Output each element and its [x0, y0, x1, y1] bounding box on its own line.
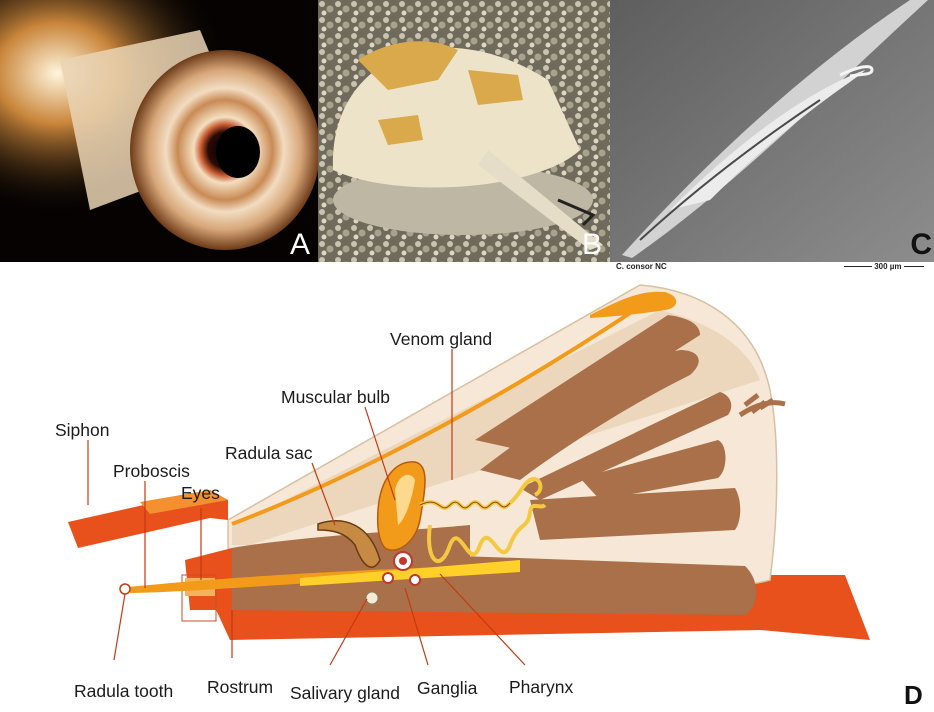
cone-snail-anatomy-diagram: Venom gland Muscular bulb Siphon Radula …: [0, 276, 934, 712]
salivary-gland-shape: [366, 592, 378, 604]
panel-letter-b: B: [582, 228, 602, 262]
radula-tooth-marker: [120, 584, 130, 594]
label-proboscis: Proboscis: [113, 461, 190, 481]
label-salivary-gland: Salivary gland: [290, 683, 400, 703]
living-cone-snail-photo: [318, 0, 610, 262]
label-muscular-bulb: Muscular bulb: [281, 387, 390, 407]
label-ganglia: Ganglia: [417, 678, 478, 698]
sem-caption: C. consor NC: [616, 262, 667, 276]
label-venom-gland: Venom gland: [390, 329, 492, 349]
label-pharynx: Pharynx: [509, 677, 573, 697]
label-eyes: Eyes: [181, 483, 220, 503]
panel-letter-a: A: [290, 228, 310, 262]
label-siphon: Siphon: [55, 420, 110, 440]
label-radula-sac: Radula sac: [225, 443, 313, 463]
photo-panel-a: A: [0, 0, 318, 262]
sem-panel-c: C: [610, 0, 934, 262]
label-radula-tooth: Radula tooth: [74, 681, 173, 701]
sem-scale-bar: 300 µm: [844, 262, 924, 276]
cone-shell-end-photo: [0, 0, 318, 262]
ganglion-2: [383, 573, 393, 583]
ganglion-3: [410, 575, 420, 585]
radula-tooth-sem-image: [610, 0, 934, 262]
photo-panel-b: B: [318, 0, 610, 262]
panel-letter-d: D: [904, 680, 923, 710]
sem-scale-label: 300 µm: [874, 262, 901, 271]
ganglion-core: [399, 557, 407, 565]
panel-letter-c: C: [910, 228, 932, 262]
label-rostrum: Rostrum: [207, 677, 273, 697]
